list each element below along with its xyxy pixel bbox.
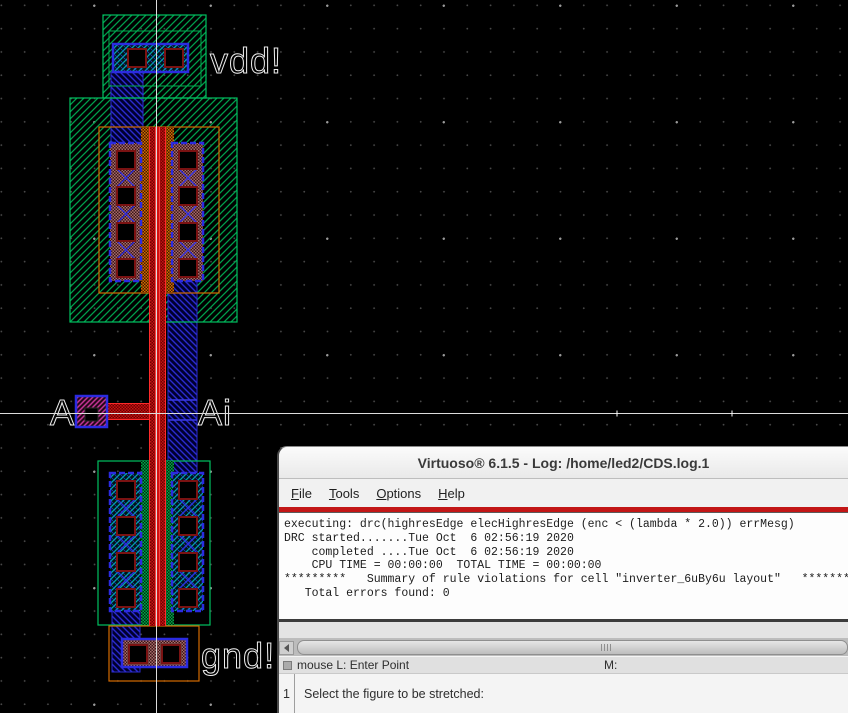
metal1-vdd-strip[interactable] [110,71,144,146]
log-line: executing: drc(highresEdge elecHighresEd… [284,518,795,531]
contact[interactable] [127,48,147,68]
contact[interactable] [116,480,136,500]
menu-options[interactable]: Options [376,485,422,501]
horizontal-scrollbar[interactable] [279,639,848,657]
pane-separator[interactable] [279,619,848,623]
mouse-hint: mouse L: Enter Point [297,658,410,673]
poly-center[interactable] [155,127,160,626]
menu-help[interactable]: Help [438,485,465,501]
contact[interactable] [161,644,181,664]
command-input-row[interactable] [279,622,848,640]
middle-mouse-hint: M: [604,658,618,673]
mouse-status-icon [283,660,292,670]
contact[interactable] [116,258,136,278]
contact[interactable] [128,644,148,664]
log-line: DRC started.......Tue Oct 6 02:56:19 202… [284,531,574,545]
log-line: completed ....Tue Oct 6 02:56:19 2020 [284,545,574,559]
window-title: Virtuoso® 6.1.5 - Log: /home/led2/CDS.lo… [417,454,710,471]
contact[interactable] [116,552,136,572]
contact[interactable] [116,516,136,536]
pimp-gate-strip[interactable] [166,127,174,293]
contact-group [116,48,198,664]
log-window-titlebar[interactable]: Virtuoso® 6.1.5 - Log: /home/led2/CDS.lo… [279,447,848,479]
prompt-line-number: 1 [279,674,295,713]
label-vdd[interactable]: vdd! [210,40,282,82]
menu-file[interactable]: File [291,485,312,501]
prompt-bar: 1 Select the figure to be stretched: [279,673,848,713]
pin-hole [84,407,99,422]
contact[interactable] [116,222,136,242]
scrollbar-grip-icon [601,644,612,652]
label-gnd[interactable]: gnd! [201,635,275,677]
contact[interactable] [178,186,198,206]
label-ai[interactable]: Ai [198,392,232,434]
menu-tools[interactable]: Tools [328,485,360,501]
status-bar: mouse L: Enter Point M: [279,656,848,674]
contact[interactable] [178,588,198,608]
poly-input-branch[interactable] [107,403,149,420]
nimp-gate-strip[interactable] [166,461,174,625]
contact[interactable] [178,552,198,572]
log-line: Total errors found: 0 [284,586,450,600]
contact[interactable] [178,516,198,536]
scroll-left-button[interactable] [279,640,294,655]
log-window: Virtuoso® 6.1.5 - Log: /home/led2/CDS.lo… [277,446,848,713]
left-arrow-icon [284,643,289,652]
log-output[interactable]: executing: drc(highresEdge elecHighresEd… [279,513,848,620]
accent-rule [279,507,848,513]
contact[interactable] [178,150,198,170]
nimp-tap-outline[interactable] [108,30,202,87]
contact[interactable] [164,48,184,68]
pimp-gate-strip[interactable] [141,127,149,293]
contact[interactable] [178,258,198,278]
contact[interactable] [178,222,198,242]
metal-hourglass-marks [116,168,198,590]
contact[interactable] [116,186,136,206]
input-pin-a[interactable] [74,394,109,429]
prompt-text: Select the figure to be stretched: [304,686,484,701]
contact[interactable] [178,480,198,500]
metal1-output-strip[interactable] [167,277,198,474]
label-a[interactable]: A [50,392,75,434]
log-line: CPU TIME = 00:00:00 TOTAL TIME = 00:00:0… [284,559,602,573]
contact[interactable] [116,588,136,608]
scrollbar-thumb[interactable] [297,640,848,656]
log-window-menubar: File Tools Options Help [279,479,848,507]
log-line: ********* Summary of rule violations for… [284,573,848,587]
contact[interactable] [116,150,136,170]
nimp-gate-strip[interactable] [141,461,149,625]
